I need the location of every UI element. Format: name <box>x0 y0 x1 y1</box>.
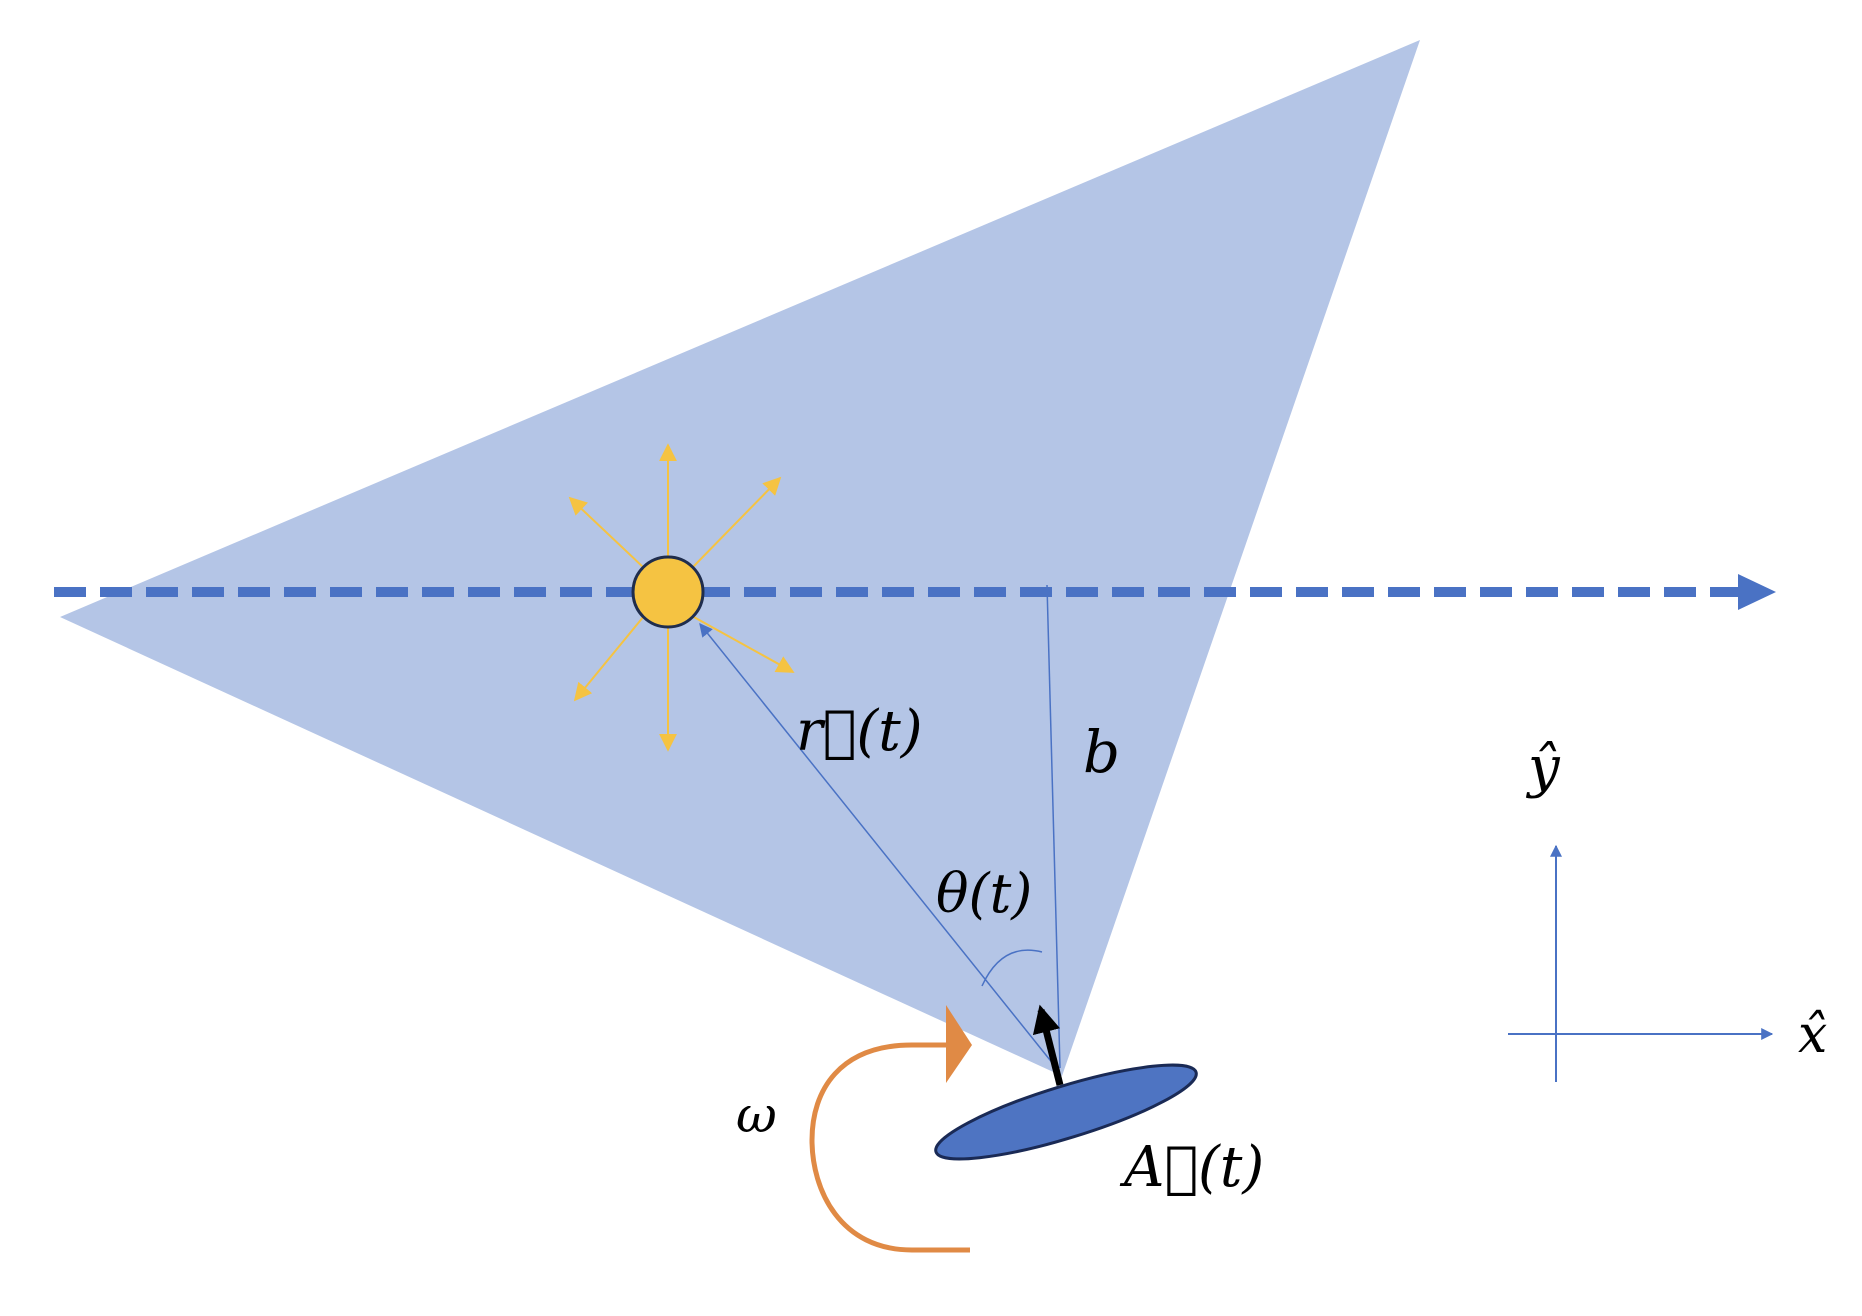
trajectory-arrowhead <box>1738 574 1776 610</box>
angle-label: θ(t) <box>936 862 1032 925</box>
impact-parameter-line <box>1046 584 1061 1069</box>
coordinate-axes <box>1508 844 1774 1082</box>
viewing-cone <box>60 40 1420 1076</box>
angular-velocity-label: ω <box>736 1086 777 1144</box>
y-unit-label: ŷ <box>1525 735 1561 800</box>
rotation-arc <box>809 1042 970 1253</box>
position-vector-label: r⃗(t) <box>796 699 923 764</box>
light-source <box>631 555 705 629</box>
rotation-arrowhead <box>946 1005 972 1083</box>
area-vector-label: A⃗(t) <box>1119 1135 1264 1200</box>
angle-arc <box>981 949 1043 987</box>
detector-disk <box>934 1063 1198 1161</box>
area-normal-arrow <box>1032 1004 1064 1086</box>
position-vector-arrow <box>699 622 1059 1071</box>
impact-parameter-label: b <box>1083 718 1120 786</box>
x-unit-label: x̂ <box>1798 1005 1827 1065</box>
